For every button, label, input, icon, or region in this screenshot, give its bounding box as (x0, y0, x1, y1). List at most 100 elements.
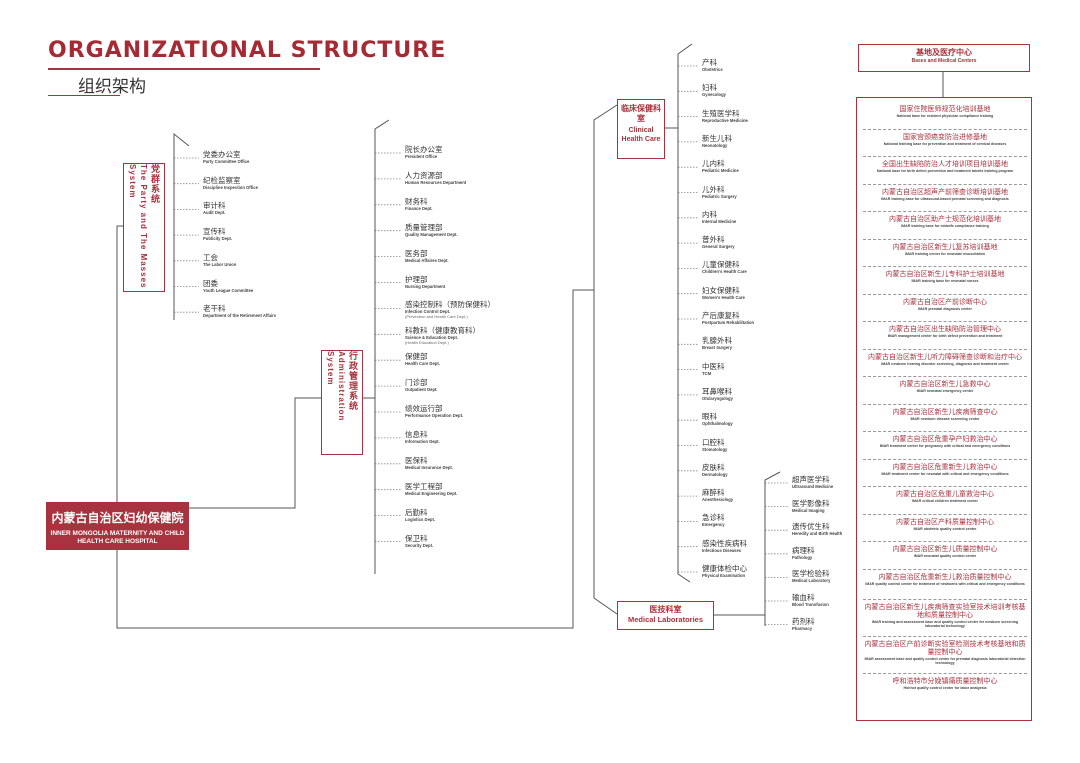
admin-item-name-zh: 医学工程部 (405, 481, 443, 491)
admin-item-name-zh: 门诊部 (405, 378, 428, 388)
clinical-item-name-zh: 产后康复科 (702, 311, 740, 320)
base-item-name-zh: 内蒙古自治区危重新生儿救治中心 (892, 463, 998, 471)
clinical-item-name-zh: 眼科 (702, 412, 717, 422)
clinical-item-name-en: Breast Surgery (702, 345, 733, 351)
base-item-name-en: IMAR training and assessment base and qu… (871, 619, 1019, 629)
base-item-name-en: IMAR assessment base and quality control… (864, 656, 1026, 666)
clinical-item-name-en: Emergency (702, 522, 725, 528)
admin-item-note: (Prevention and Health Care Dept.) (405, 314, 468, 320)
party-system-title-zh: 党群系统 (150, 164, 160, 204)
clinical-title-en: Clinical Health Care (621, 127, 661, 143)
admin-item-name-zh: 院长办公室 (405, 145, 443, 154)
clinical-item-name-en: Postpartum Rehabilitation (702, 320, 755, 325)
clinical-item-name-en: General Surgery (702, 244, 735, 250)
base-item-divider (863, 183, 1027, 185)
root-name-zh: 内蒙古自治区妇幼保健院 (51, 511, 184, 525)
admin-item-name-en: Logistics Dept. (405, 516, 436, 522)
page-title: ORGANIZATIONAL STRUCTURE (48, 38, 447, 63)
labs-item-name-en: Medical Imaging (792, 507, 825, 513)
base-item-name-en: National base for resident physician com… (896, 114, 994, 118)
clinical-item-name-en: Internal Medicine (702, 218, 737, 224)
clinical-item-name-zh: 儿外科 (702, 184, 725, 194)
admin-item-name-en: Security Dept. (405, 542, 434, 548)
admin-item-name-zh: 医务部 (405, 248, 428, 258)
base-item-name-zh: 内蒙古自治区新生儿疾病筛查实验室技术培训考核基地和质量控制中心 (864, 603, 1026, 619)
labs-title-zh: 医技科室 (649, 605, 682, 614)
admin-system-title-zh: 行政管理系统 (348, 351, 358, 411)
base-item-divider (863, 293, 1027, 295)
labs-item-name-zh: 药剂科 (792, 616, 815, 626)
clinical-item-name-zh: 新生儿科 (702, 133, 732, 143)
clinical-item-name-zh: 普外科 (702, 235, 725, 245)
admin-item-name-zh: 科教科（健康教育科） (405, 326, 480, 336)
admin-item-name-zh: 感染控制科（预防保健科） (405, 300, 495, 310)
base-item-divider (863, 541, 1027, 542)
party-bracket (173, 132, 190, 320)
base-item-divider (863, 458, 1027, 460)
clinical-item-name-zh: 妇女保健科 (702, 285, 740, 295)
subtitle-underline (48, 95, 120, 96)
base-item-divider (863, 321, 1027, 322)
clinical-item-name-zh: 麻醉科 (702, 488, 725, 498)
base-item-name-zh: 内蒙古自治区产科质量控制中心 (896, 518, 994, 526)
labs-item-name-en: Blood Transfusion (792, 602, 829, 607)
clinical-item-name-en: Children's Health Care (702, 269, 747, 275)
admin-item-name-zh: 信息科 (405, 429, 428, 439)
root-name-en: INNER MONGOLIA MATERNITY AND CHILD HEALT… (50, 530, 185, 545)
page-subtitle: 组织架构 (78, 77, 146, 96)
base-item-name-en: IMAR treatment center for pregnancy with… (879, 444, 1011, 448)
admin-item: 科教科（健康教育科）Science & Education Dept.(Heal… (405, 326, 480, 345)
clinical-item-name-en: Reproductive Medicine (702, 117, 748, 123)
party-item-name-en: Department of the Retirement Affairs (203, 313, 277, 319)
base-item-name-zh: 内蒙古自治区新生儿急救中心 (899, 381, 991, 388)
clinical-item-name-en: Physical Examination (702, 573, 746, 578)
admin-item-name-en: Human Resources Department (405, 179, 467, 185)
admin-item-name-en: Health Care Dept. (405, 361, 440, 367)
base-item-name-en: IMAR neonatal quality control center (913, 554, 977, 558)
admin-item-name-zh: 财务科 (405, 196, 428, 206)
party-system-title-en: The Party and The Masses System (128, 164, 148, 289)
base-item-name-en: IMAR training base for midwife complianc… (901, 224, 989, 228)
clinical-item-name-zh: 耳鼻喉科 (702, 386, 732, 396)
admin-item-name-zh: 保卫科 (405, 533, 428, 543)
base-item-name-zh: 内蒙古自治区危重儿童救治中心 (896, 491, 994, 498)
party-item-name-zh: 工会 (203, 252, 218, 262)
admin-item-name-zh: 保健部 (405, 352, 428, 362)
bases-title-en: Bases and Medical Centers (911, 58, 977, 64)
admin-item-name-en: Performance Operation Dept. (405, 413, 464, 418)
clinical-item-name-en: TCM (702, 370, 712, 376)
clinical-title-zh: 临床保健科室 (621, 104, 661, 123)
party-item-name-zh: 老干科 (203, 304, 226, 314)
clinical-item-name-en: Women's Health Care (702, 294, 745, 300)
base-item-divider (863, 128, 1027, 130)
base-item-name-zh: 呼和浩特市分娩镇痛质量控制中心 (892, 677, 998, 685)
admin-item-name-en: Science & Education Dept. (405, 335, 459, 341)
clinical-item-name-zh: 儿童保健科 (702, 260, 740, 270)
